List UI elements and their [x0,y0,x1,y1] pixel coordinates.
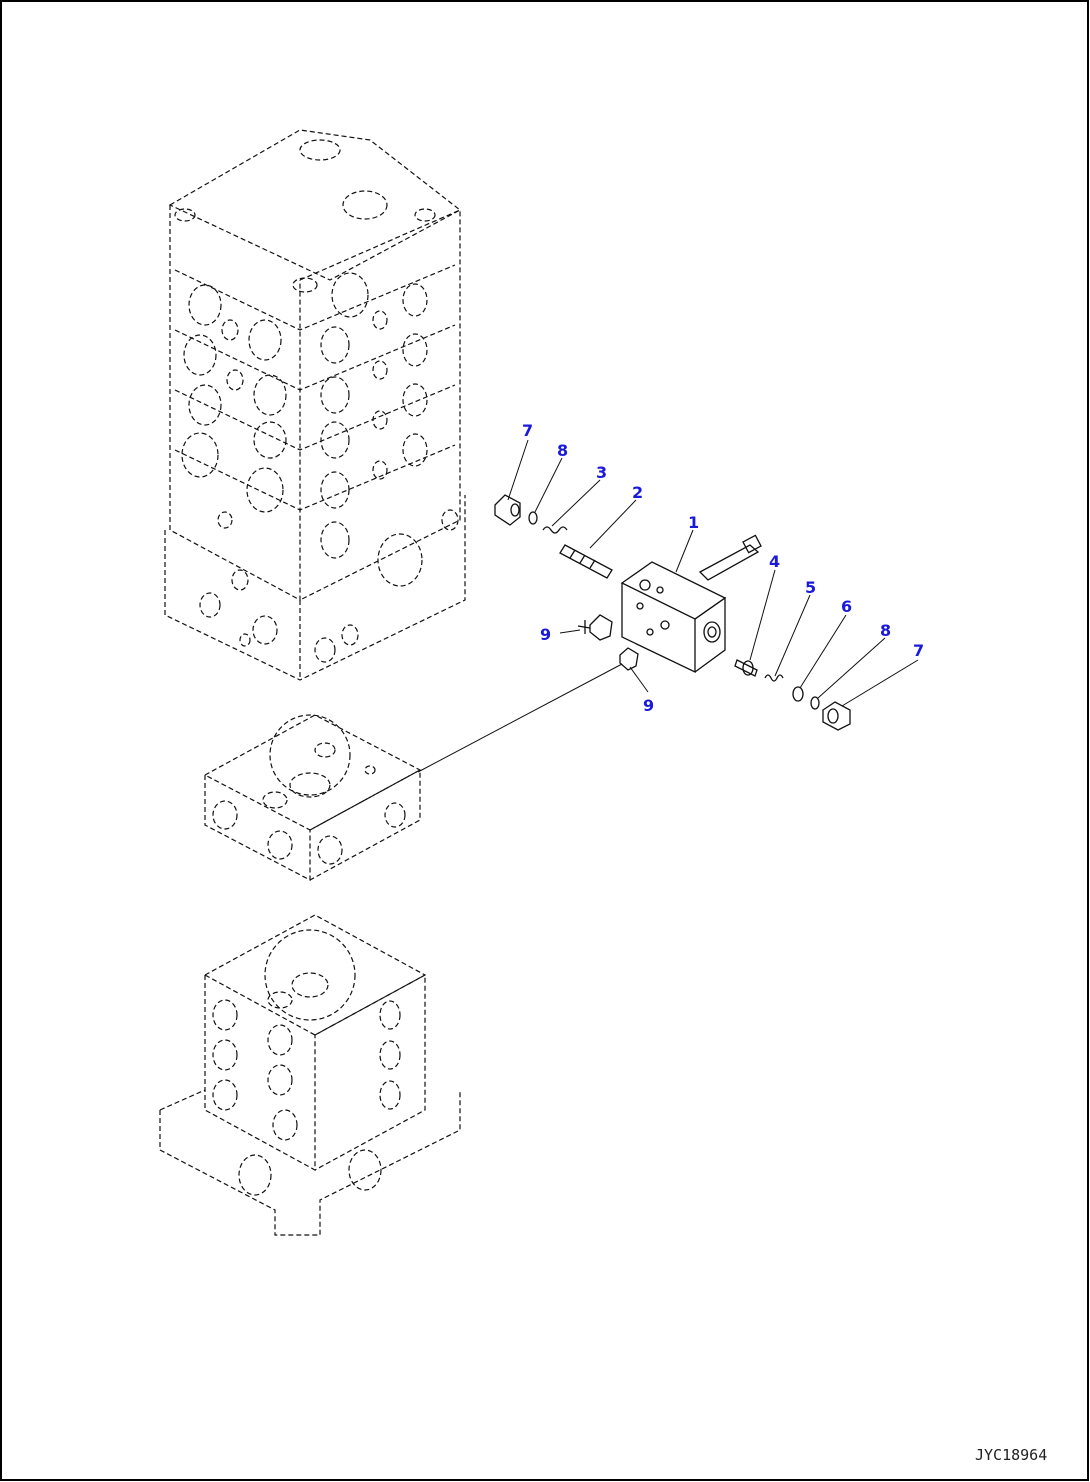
valve-block-part-1 [620,561,727,674]
plug-part-7-left [494,494,521,526]
callout-8-right: 8 [880,621,891,640]
callout-6: 6 [841,597,852,616]
o-ring-part-8-left [528,511,538,525]
spool-part-2 [559,544,613,579]
spring-part-3 [542,526,568,534]
callout-9-left: 9 [540,625,551,644]
callout-leaders [507,439,919,707]
o-ring-part-8-right [810,696,820,710]
callout-4: 4 [769,552,780,571]
callout-8-left: 8 [557,441,568,460]
callout-1: 1 [688,513,699,532]
check-valve-part-9-upper [577,614,613,641]
assembly-leader-line [417,663,623,773]
callout-2: 2 [632,483,643,502]
spring-part-5 [764,674,784,682]
valve-section-lower [159,914,461,1236]
valve-section-middle [203,714,422,881]
callout-5: 5 [805,578,816,597]
ring-part-6 [792,686,804,702]
drawing-code: JYC18964 [975,1446,1047,1464]
callout-7-right: 7 [913,641,924,660]
callout-7-left: 7 [522,421,533,440]
callout-9-lower: 9 [643,696,654,715]
bolt-part [698,534,762,581]
check-valve-part-9-lower [619,647,639,671]
plug-part-7-right [822,701,851,731]
main-control-valve [164,129,466,681]
poppet-part-4 [734,659,758,677]
callout-3: 3 [596,463,607,482]
